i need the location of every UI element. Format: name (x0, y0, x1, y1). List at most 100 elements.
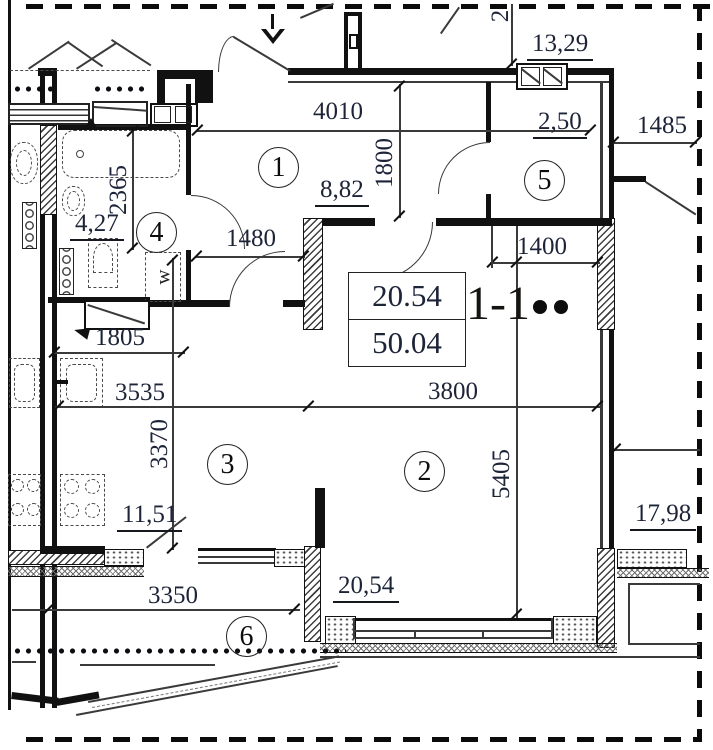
extline-1400 (491, 226, 493, 268)
insulation-living-left (325, 616, 356, 644)
entry-arrow-shaft (271, 14, 274, 30)
balcony-line-long (80, 664, 215, 666)
bathtub-drain (76, 150, 84, 158)
wall-hall-living (323, 218, 375, 226)
entry-wall-stub (344, 12, 362, 72)
apartment-info-box: 20.54 50.04 (348, 272, 466, 367)
wall-top-inner-line (288, 81, 610, 83)
balcony-railing-dots (12, 648, 346, 654)
balcony-wedge-right (56, 691, 100, 706)
dim-3350: 3350 (148, 582, 198, 609)
neighbor-balcony-top (628, 583, 700, 585)
wall-right-outer (609, 68, 614, 648)
wall-room5-left-upper (486, 82, 491, 142)
section-mark-dot-1 (533, 300, 547, 314)
dim-3800: 3800 (428, 378, 478, 405)
crosshatch-balcony-left (8, 566, 144, 577)
wall-bath-right-upper (186, 84, 191, 195)
neighbor-sink-basin (14, 364, 35, 402)
crosshatch-living-sill (320, 643, 617, 653)
neighbor-sink (9, 358, 40, 408)
section-mark-label: 1-1 (466, 277, 530, 330)
crosshatch-neighbor-right (617, 568, 709, 578)
kitchen-window-mid (198, 556, 276, 558)
living-window-mullion-2 (482, 630, 484, 639)
area-room4: 4,27 (70, 210, 124, 241)
door-arc-room5 (438, 142, 490, 194)
insulation-kitchen-right (274, 549, 305, 567)
shelf-dots-right (92, 86, 146, 92)
area-room2: 20,54 (333, 572, 400, 603)
wall-bath-right-lower (186, 250, 191, 307)
room-circle-3: 3 (207, 444, 248, 485)
dim-5405: 5405 (488, 449, 515, 499)
neighbor-radiator (22, 202, 37, 249)
vent-shaft-left (154, 106, 171, 123)
cutline-top (511, 4, 513, 66)
party-wall-pier (40, 125, 57, 215)
dim-4010: 4010 (313, 98, 363, 125)
area-adjacent-right: 17,98 (630, 500, 697, 531)
dimline-1485 (612, 142, 697, 144)
dimline-2365 (132, 130, 134, 250)
cabinet-striped (8, 103, 90, 125)
vent-marker-bath (84, 118, 98, 129)
closet-tent-line-4 (111, 39, 152, 66)
wall-right-inner (600, 81, 603, 620)
neighbor-toilet-bowl (16, 150, 32, 176)
insulation-living-right (553, 616, 597, 644)
kitchen-window-outer (198, 548, 276, 551)
dim-3370: 3370 (146, 419, 173, 469)
neighbor-burner-4 (27, 503, 40, 516)
room-number-3: 3 (220, 448, 235, 480)
pier-kitchen-balcony (304, 546, 321, 642)
info-box-living-area: 20.54 (349, 273, 465, 320)
corridor-door-leaf-2 (440, 6, 460, 34)
wc-fixture-arch (93, 243, 113, 273)
dim-2365: 2365 (105, 165, 132, 215)
area-adjacent-top: 13,29 (527, 30, 594, 61)
shelf-dots-left (12, 86, 54, 92)
kitchen-sink-faucet (56, 380, 68, 384)
insulation-kitchen-left (104, 549, 144, 566)
dim-1805: 1805 (95, 324, 145, 351)
vent-pane-left (521, 67, 540, 86)
neighbor-toilet (10, 142, 38, 184)
pier-hall-living (303, 218, 323, 330)
insulation-neighbor-right (617, 549, 687, 568)
towel-radiator (59, 248, 74, 295)
toilet-bowl (67, 191, 80, 211)
neighbor-hall-wall-a (157, 70, 165, 103)
room-circle-1: 1 (258, 147, 299, 188)
dimline-neighbor-right (614, 449, 700, 451)
living-window-jamb-right (551, 618, 553, 639)
area-room5: 2,50 (533, 108, 587, 139)
stove-burner-3 (64, 503, 79, 518)
neighbor-hall-wall-b (165, 70, 213, 79)
boundary-bottom-dashed (26, 737, 702, 742)
leader-right-stub (645, 181, 697, 215)
area-room1: 8,82 (315, 176, 369, 207)
closet-back-dashed (10, 70, 150, 71)
room-number-4: 4 (149, 216, 164, 248)
room-circle-2: 2 (404, 451, 445, 492)
dim-cut-edge: 2 (487, 9, 514, 23)
bench-marker (72, 324, 91, 340)
dimline-3370 (172, 258, 174, 550)
party-wall-cap (38, 68, 57, 76)
living-window-inner (354, 637, 553, 639)
wall-stub-right-neighbor (610, 176, 646, 182)
living-window-jamb-left (353, 618, 355, 639)
entry-arrow-head-inner (266, 29, 280, 38)
wall-kitchen-north (148, 300, 230, 307)
washer-niche (145, 252, 181, 302)
kitchen-window-inner (198, 562, 276, 564)
neighbor-burner-3 (11, 503, 24, 516)
dim-1400: 1400 (517, 233, 567, 260)
vent-shaft-right (175, 106, 192, 123)
room-circle-4: 4 (136, 212, 177, 253)
pier-right-upper (597, 218, 615, 330)
stove-burner-4 (85, 503, 100, 518)
balcony-line-short (12, 661, 36, 663)
dimline-3535-3800 (55, 406, 600, 408)
